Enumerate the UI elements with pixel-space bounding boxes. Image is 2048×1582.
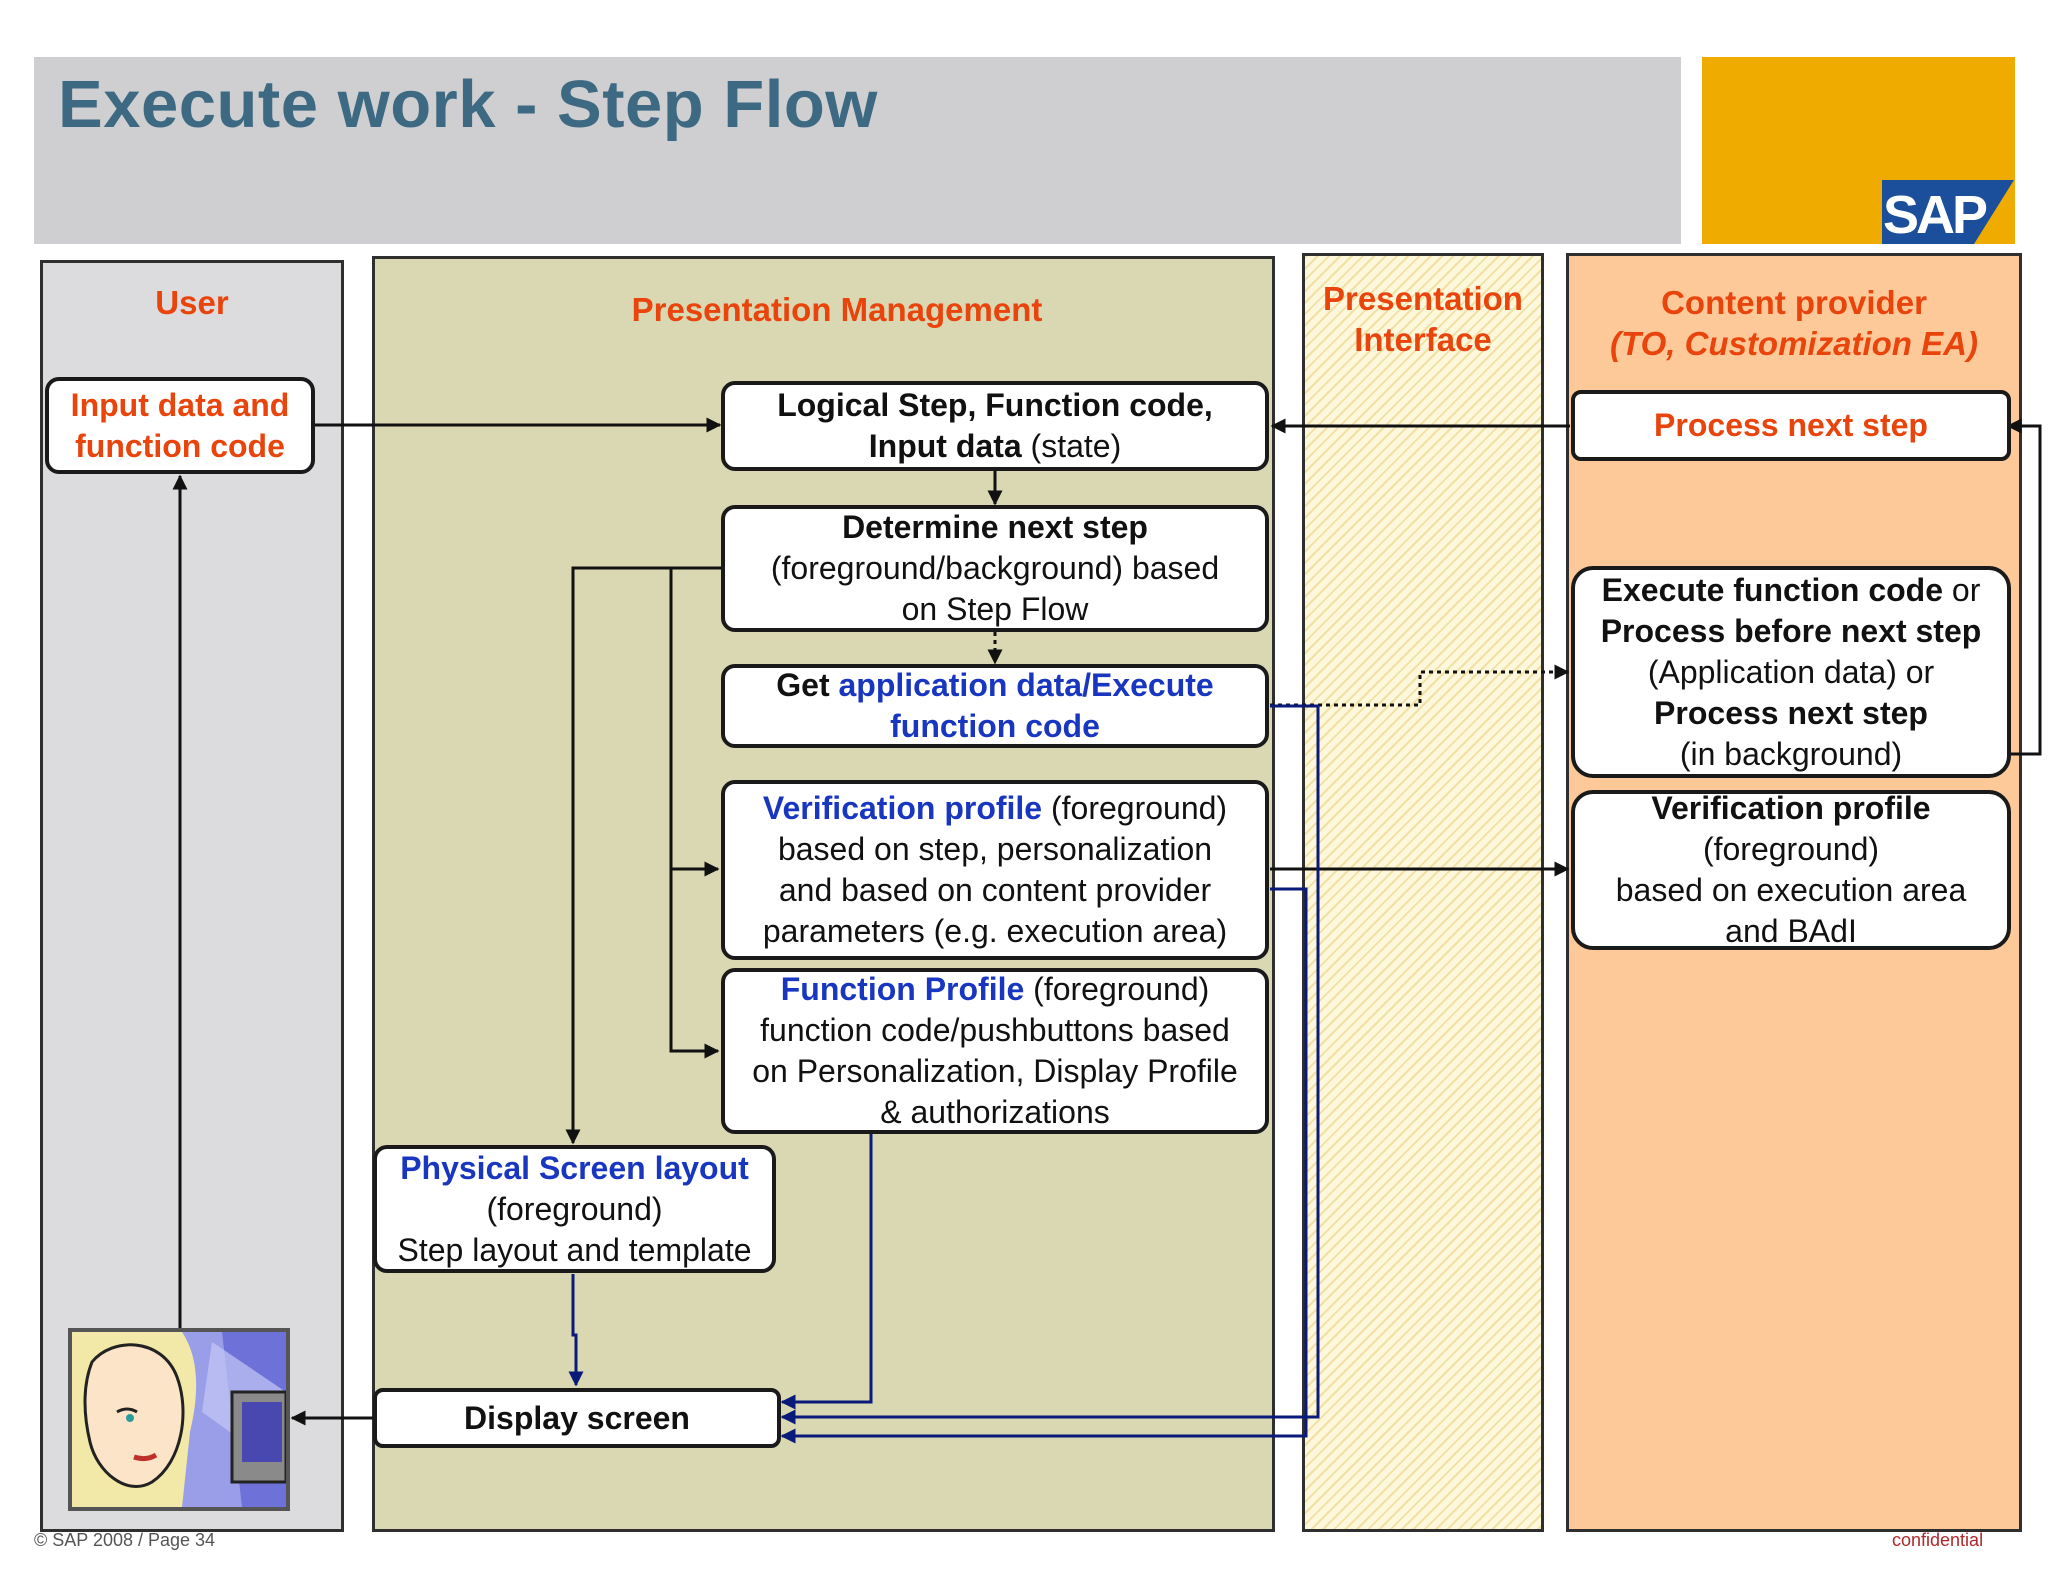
verification-profile-line3: and based on content provider xyxy=(778,872,1212,908)
verification-profile-line1: Verification profile (foreground) xyxy=(725,788,1265,829)
verification-profile-foreground: (foreground) xyxy=(1042,790,1228,826)
get-app-data-line2: function code xyxy=(890,708,1100,744)
verification-profile-line4: parameters (e.g. execution area) xyxy=(762,913,1228,949)
function-profile-title: Function Profile xyxy=(780,971,1025,1007)
cp-verification-box: Verification profile (foreground) based … xyxy=(1571,790,2011,950)
determine-step-box: Determine next step (foreground/backgrou… xyxy=(721,505,1269,632)
logo-background xyxy=(1702,57,2015,244)
lane-title-pi-line2: Interface xyxy=(1354,321,1492,358)
function-profile-box: Function Profile (foreground) function c… xyxy=(721,968,1269,1134)
execute-function-line3: (Application data) or xyxy=(1647,653,1935,690)
execute-function-line4: Process next step xyxy=(1654,694,1928,731)
display-screen-box: Display screen xyxy=(373,1388,781,1448)
title-bar xyxy=(34,57,1681,244)
function-profile-line4: & authorizations xyxy=(880,1094,1110,1130)
function-profile-line3: on Personalization, Display Profile xyxy=(752,1053,1238,1089)
lane-title-pi-line1: Presentation xyxy=(1323,280,1523,317)
function-profile-line1: Function Profile (foreground) xyxy=(725,969,1265,1010)
get-app-data-blue1: application data/Execute xyxy=(838,667,1214,703)
verification-profile-line2: based on step, personalization xyxy=(777,831,1213,867)
function-profile-line2: function code/pushbuttons based xyxy=(760,1012,1230,1048)
physical-screen-title: Physical Screen layout xyxy=(400,1149,749,1186)
display-screen-label: Display screen xyxy=(464,1399,690,1436)
function-profile-foreground: (foreground) xyxy=(1024,971,1210,1007)
process-next-step-label: Process next step xyxy=(1654,407,1928,443)
lane-presentation-interface xyxy=(1302,253,1544,1532)
determine-step-line2: (foreground/background) based xyxy=(770,550,1220,586)
footer-page-info: © SAP 2008 / Page 34 xyxy=(34,1530,216,1550)
cp-verification-line4: and BAdI xyxy=(1725,913,1857,949)
determine-step-line3: on Step Flow xyxy=(901,591,1089,627)
logical-step-line1: Logical Step, Function code, xyxy=(777,387,1213,423)
get-app-data-line1: Get application data/Execute xyxy=(725,665,1265,706)
input-data-line2: function code xyxy=(75,427,285,464)
cp-verification-line3: based on execution area xyxy=(1615,872,1967,908)
footer-confidential: confidential xyxy=(1892,1530,1984,1550)
page-title: Execute work - Step Flow xyxy=(58,67,878,142)
logical-step-input-data: Input data xyxy=(868,428,1022,464)
physical-screen-line3: Step layout and template xyxy=(397,1231,752,1268)
physical-screen-box: Physical Screen layout (foreground) Step… xyxy=(373,1145,776,1273)
execute-function-title: Execute function code xyxy=(1601,571,1944,608)
lane-title-cp-line2: (TO, Customization EA) xyxy=(1610,325,1978,362)
lane-title-presentation-interface: Presentation Interface xyxy=(1302,278,1544,360)
execute-function-line5: (in background) xyxy=(1679,735,1903,772)
lane-title-user: User xyxy=(155,284,229,321)
verification-profile-box: Verification profile (foreground) based … xyxy=(721,780,1269,960)
get-app-data-prefix: Get xyxy=(776,667,839,703)
user-illustration xyxy=(68,1328,290,1511)
determine-step-line1: Determine next step xyxy=(842,509,1148,545)
lane-title-cp-line1: Content provider xyxy=(1661,284,1927,321)
verification-profile-title: Verification profile xyxy=(762,790,1043,826)
cp-verification-line1: Verification profile xyxy=(1651,790,1931,826)
lane-title-presentation-management: Presentation Management xyxy=(631,291,1043,328)
input-data-box: Input data and function code xyxy=(45,377,315,474)
input-data-line1: Input data and xyxy=(70,386,290,423)
execute-function-or: or xyxy=(1943,571,1981,608)
get-app-data-box: Get application data/Execute function co… xyxy=(721,664,1269,748)
lane-title-content-provider: Content provider (TO, Customization EA) xyxy=(1566,282,2022,364)
logical-step-box: Logical Step, Function code, Input data … xyxy=(721,381,1269,471)
logical-step-line2: Input data (state) xyxy=(725,426,1265,467)
execute-function-box: Execute function code or Process before … xyxy=(1571,566,2011,778)
logical-step-state: (state) xyxy=(1021,428,1122,464)
physical-screen-line2: (foreground) xyxy=(486,1190,663,1227)
cp-verification-line2: (foreground) xyxy=(1702,831,1880,867)
execute-function-line1: Execute function code or xyxy=(1575,570,2007,611)
execute-function-line2: Process before next step xyxy=(1600,612,1982,649)
process-next-step-box: Process next step xyxy=(1571,390,2011,461)
